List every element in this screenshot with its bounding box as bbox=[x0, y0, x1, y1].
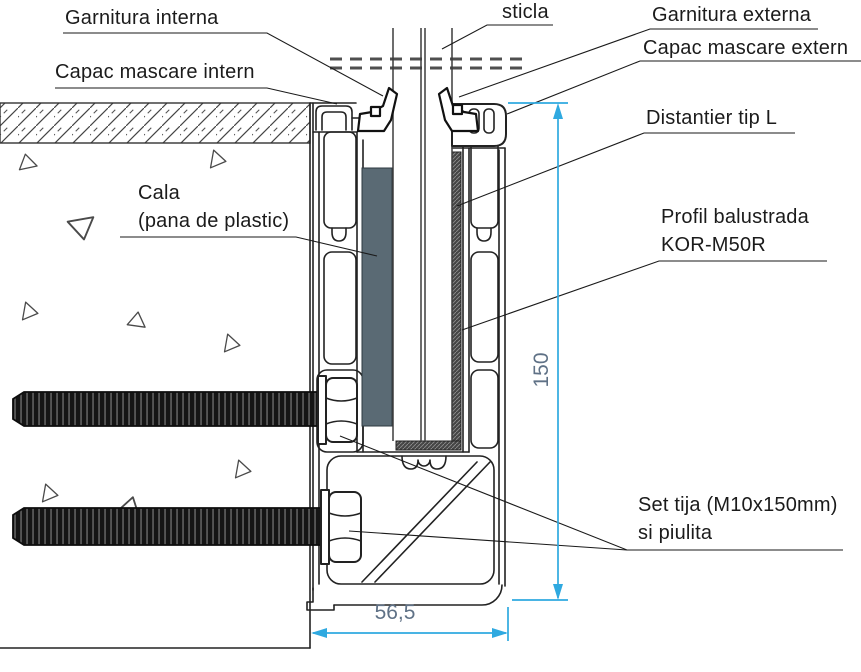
label-profil-line1: Profil balustrada bbox=[661, 206, 809, 228]
diagonal-strut bbox=[361, 461, 478, 583]
label-set-tija: Set tija (M10x150mm) si piulita bbox=[638, 491, 838, 547]
label-set-tija-line1: Set tija (M10x150mm) bbox=[638, 494, 838, 516]
label-distantier-tip-l: Distantier tip L bbox=[646, 107, 778, 129]
label-profil-line2: KOR-M50R bbox=[661, 234, 766, 256]
screed-hatch-band bbox=[0, 102, 311, 144]
external-gasket bbox=[437, 86, 480, 133]
label-cala-line1: Cala bbox=[138, 182, 180, 204]
dimension-text-height: 150 bbox=[530, 352, 553, 388]
label-capac-mascare-intern: Capac mascare intern bbox=[55, 61, 255, 83]
label-capac-mascare-extern: Capac mascare extern bbox=[643, 37, 849, 59]
label-profil-balustrada: Profil balustrada KOR-M50R bbox=[661, 203, 809, 259]
dimension-text-width: 56,5 bbox=[374, 601, 416, 624]
label-sticla: sticla bbox=[502, 1, 549, 23]
nut-lower bbox=[320, 489, 362, 565]
internal-gasket bbox=[356, 86, 399, 133]
bottom-foot bbox=[306, 587, 335, 611]
internal-cover-cap bbox=[315, 105, 361, 131]
label-garnitura-interna: Garnitura interna bbox=[65, 7, 219, 29]
glass-break-lines bbox=[330, 57, 523, 70]
nut-upper bbox=[317, 375, 358, 445]
threaded-rod-upper bbox=[12, 391, 323, 427]
label-garnitura-externa: Garnitura externa bbox=[652, 4, 812, 26]
threaded-rod-lower bbox=[12, 507, 326, 546]
omega-notch bbox=[401, 455, 447, 470]
leader-lines bbox=[55, 24, 861, 551]
dimension-width-56-5 bbox=[311, 607, 509, 641]
cala-plastic-wedge bbox=[361, 167, 393, 427]
dimension-height-150 bbox=[508, 102, 568, 601]
concrete-wall bbox=[0, 102, 311, 649]
label-cala-line2: (pana de plastic) bbox=[138, 210, 290, 232]
label-cala: Cala (pana de plastic) bbox=[138, 179, 289, 235]
label-set-tija-line2: si piulita bbox=[638, 522, 713, 544]
